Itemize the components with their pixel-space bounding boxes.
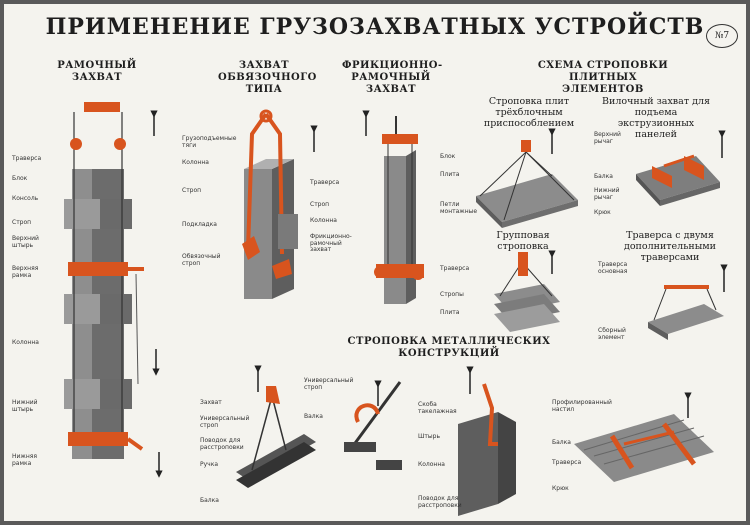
label-beam-release: Поводок для расстроповки [200,437,244,451]
sheet-number-badge: №7 [706,24,738,48]
fork-grip-illustration [636,130,726,206]
label-fork-hook: Крюк [594,209,611,216]
label-frame-lower-pin: Нижний штырь [12,399,38,413]
label-frame-traverse: Траверса [12,155,42,162]
frame-grip-illustration [64,102,163,478]
label-universal-roller: Валка [304,413,323,420]
label-group-traverse: Траверса [440,265,470,272]
label-strap-column: Колонна [182,159,209,166]
label-frame-upper-frame: Верхняя рамка [12,265,39,279]
label-group-strops: Стропы [440,291,464,298]
label-friction-column: Колонна [310,217,337,224]
label-three-leg-loops: Петли монтажные [440,201,478,215]
diagram-drawings [64,102,728,516]
section-title-metal: СТРОПОВКА МЕТАЛЛИЧЕСКИХ КОНСТРУКЦИЙ [347,336,551,359]
label-fork-upper-lever: Верхний рычаг [594,131,621,145]
label-sheet-beam: Балка [552,439,571,446]
label-beam-strop: Универсальный строп [200,415,250,429]
label-sheet-traverse: Траверса [552,459,582,466]
subtitle-group: Групповая строповка [496,230,550,252]
label-friction-traverse: Траверса [310,179,340,186]
label-strap-pad: Подкладка [182,221,217,228]
label-fork-lower-lever: Нижний рычаг [594,187,620,201]
double-traverse-illustration [648,264,728,340]
three-leg-slinging-illustration [476,128,578,228]
label-three-leg-slab: Плита [440,171,460,178]
label-frame-upper-pin: Верхний штырь [12,235,39,249]
universal-strop-illustration [344,380,402,470]
label-column-pin: Штырь [418,433,440,440]
label-frame-column: Колонна [12,339,39,346]
label-beam-beam: Балка [200,497,219,504]
strap-grip-illustration [242,109,318,299]
section-title-friction: ФРИКЦИОННО-РАМОЧНЫЙ ЗАХВАТ [342,60,443,95]
label-fork-beam: Балка [594,173,613,180]
label-strap-rods: Грузоподъемные тяги [182,135,237,149]
friction-grip-illustration [362,110,424,304]
label-strap-loop: Обвязочный строп [182,253,221,267]
section-title-plates: СХЕМА СТРОПОВКИ ПЛИТНЫХ ЭЛЕМЕНТОВ [537,60,669,95]
label-sheet-hook: Крюк [552,485,569,492]
profiled-sheet-illustration [574,392,714,482]
subtitle-fork: Вилочный захват для подъема экструзионны… [602,96,710,140]
label-friction-grip: Фрикционно-рамочный захват [310,233,352,253]
column-pin-illustration [458,366,516,516]
label-column-release: Поводок для расстроповки [418,495,462,509]
label-column-column: Колонна [418,461,445,468]
label-column-shackle: Скоба такелажная [418,401,457,415]
section-title-strap: ЗАХВАТ ОБВЯЗОЧНОГО ТИПА [218,60,317,95]
subtitle-traverse: Траверса с двумя дополнительными траверс… [623,230,717,263]
label-friction-strop: Строп [310,201,330,208]
label-group-slab: Плита [440,309,460,316]
poster: ПРИМЕНЕНИЕ ГРУЗОЗАХВАТНЫХ УСТРОЙСТВ №7 Р… [4,4,746,521]
label-frame-console: Консоль [12,195,39,202]
label-frame-strop: Строп [12,219,32,226]
label-traverse-element: Сборный элемент [598,327,626,341]
section-title-frame: РАМОЧНЫЙ ЗАХВАТ [57,60,137,83]
group-slinging-illustration [494,250,560,332]
label-beam-handle: Ручка [200,461,219,468]
page-title: ПРИМЕНЕНИЕ ГРУЗОЗАХВАТНЫХ УСТРОЙСТВ [45,14,705,40]
label-frame-block: Блок [12,175,28,182]
beam-slinging-illustration [236,365,316,488]
label-beam-grip: Захват [200,399,222,406]
label-strap-strop: Строп [182,187,202,194]
label-universal-strop: Универсальный строп [304,377,354,391]
label-frame-lower-frame: Нижняя рамка [12,453,37,467]
label-three-leg-block: Блок [440,153,456,160]
subtitle-three-leg: Строповка плит трёхблочным приспособлени… [483,96,575,129]
label-traverse-main: Траверса основная [598,261,628,275]
label-sheet-deck: Профилированный настил [552,399,612,413]
